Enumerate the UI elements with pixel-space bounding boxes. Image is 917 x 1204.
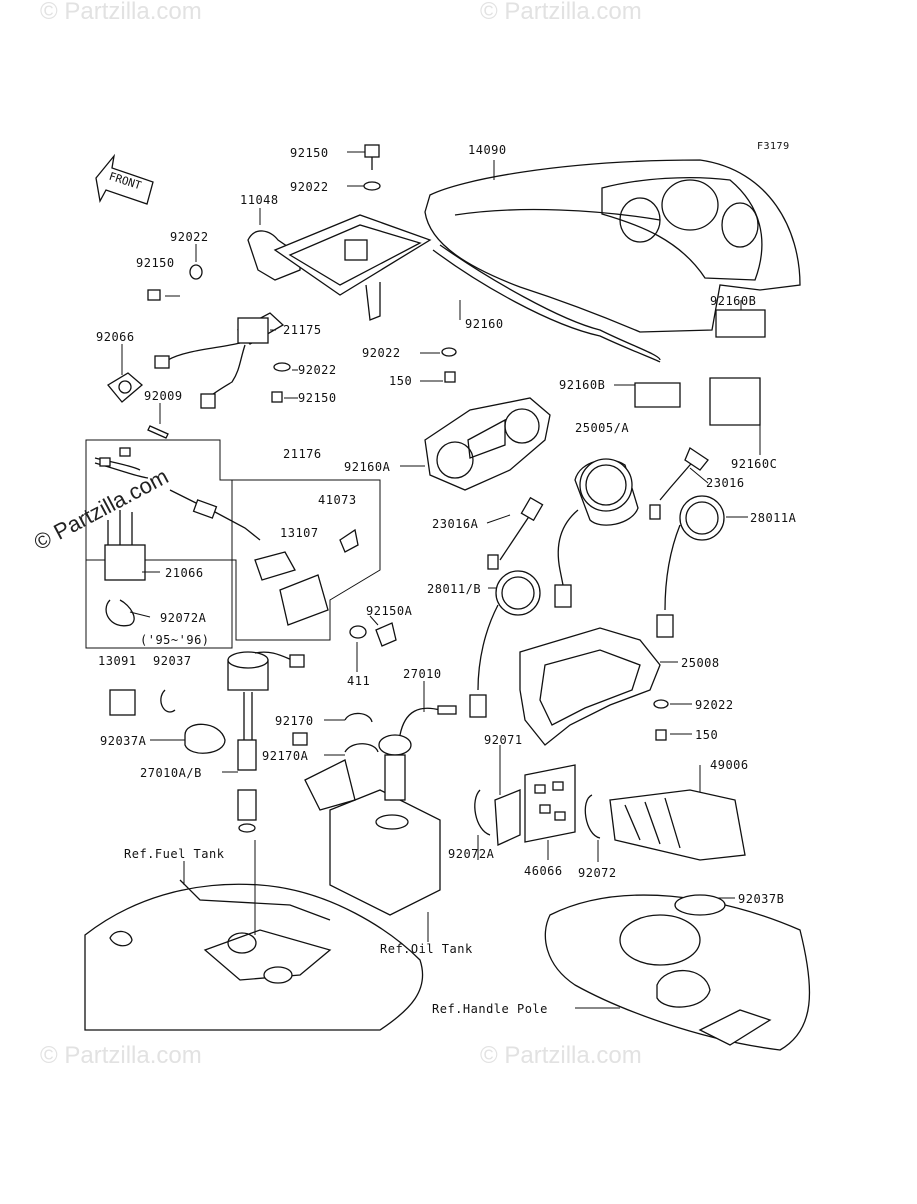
label-92072: 92072 <box>578 866 617 880</box>
label-92170: 92170 <box>275 714 314 728</box>
leader-lines <box>121 151 761 1009</box>
label-92160: 92160 <box>465 317 504 331</box>
label-92022-top: 92022 <box>290 180 329 194</box>
label-27010: 27010 <box>403 667 442 681</box>
gauge-28011A <box>649 447 725 638</box>
label-92160C: 92160C <box>731 457 778 471</box>
label-21176: 21176 <box>283 447 322 461</box>
label-28011B: 28011/B <box>427 582 482 596</box>
label-92150-top: 92150 <box>290 146 329 160</box>
label-25005A: 25005/A <box>575 421 630 435</box>
watermark: © Partzilla.com <box>480 1042 642 1069</box>
label-13107: 13107 <box>280 526 319 540</box>
label-92022-b: 92022 <box>298 363 337 377</box>
label-21175: 21175 <box>283 323 322 337</box>
washer-411 <box>349 622 397 647</box>
gauge-housing-92160A <box>424 397 551 491</box>
oil-tank <box>292 705 457 916</box>
label-92160A: 92160A <box>344 460 391 474</box>
relay-13107 <box>254 528 359 626</box>
label-92071: 92071 <box>484 733 523 747</box>
label-92009: 92009 <box>144 389 183 403</box>
label-14090: 14090 <box>468 143 507 157</box>
label-150-a: 150 <box>389 374 413 388</box>
label-41073: 41073 <box>318 493 357 507</box>
label-411: 411 <box>347 674 371 688</box>
bracket-92066 <box>107 372 144 403</box>
label-ref-fuel-tank: Ref.Fuel Tank <box>124 847 225 861</box>
label-27010AB: 27010A/B <box>140 766 202 780</box>
label-92037B: 92037B <box>738 892 785 906</box>
front-arrow-icon: FRONT <box>95 153 154 205</box>
fuel-tank <box>84 879 424 1031</box>
label-92072A-left: 92072A <box>160 611 207 625</box>
parts-13091-92037 <box>109 689 226 754</box>
label-92022-c: 92022 <box>695 698 734 712</box>
label-92037: 92037 <box>153 654 192 668</box>
label-28011A: 28011A <box>750 511 797 525</box>
regulator-21066 <box>104 510 146 627</box>
label-21066: 21066 <box>165 566 204 580</box>
label-92170A: 92170A <box>262 749 309 763</box>
cover-14090 <box>424 159 801 363</box>
label-46066: 46066 <box>524 864 563 878</box>
fuel-sender-27010AB <box>227 651 305 833</box>
label-13091: 13091 <box>98 654 137 668</box>
label-92160B-a: 92160B <box>710 294 757 308</box>
label-95-96: ('95~'96) <box>140 633 210 647</box>
label-92150A: 92150A <box>366 604 413 618</box>
label-92022-left: 92022 <box>170 230 209 244</box>
box-21176 <box>85 439 381 649</box>
label-ref-handle-pole: Ref.Handle Pole <box>432 1002 548 1016</box>
figure-code: F3179 <box>757 141 790 152</box>
watermark: © Partzilla.com <box>40 1042 202 1069</box>
label-25008: 25008 <box>681 656 720 670</box>
bracket-11048 <box>247 214 432 321</box>
label-92150-b: 92150 <box>298 391 337 405</box>
coil-21175 <box>154 312 285 409</box>
gauge-25005A <box>554 458 639 608</box>
label-23016: 23016 <box>706 476 745 490</box>
label-ref-oil-tank: Ref.Oil Tank <box>380 942 473 956</box>
watermark: © Partzilla.com <box>40 0 202 25</box>
label-23016A: 23016A <box>432 517 479 531</box>
handle-pole-parts <box>474 764 746 861</box>
label-49006: 49006 <box>710 758 749 772</box>
label-92072A-right: 92072A <box>448 847 495 861</box>
label-92022-mid: 92022 <box>362 346 401 360</box>
fasteners <box>147 144 766 741</box>
label-92037A: 92037A <box>100 734 147 748</box>
label-11048: 11048 <box>240 193 279 207</box>
label-92160B-b: 92160B <box>559 378 606 392</box>
gasket-25008 <box>519 627 661 746</box>
watermark: © Partzilla.com <box>480 0 642 25</box>
handle-pole-base <box>544 894 811 1051</box>
label-92150-left: 92150 <box>136 256 175 270</box>
label-150-b: 150 <box>695 728 719 742</box>
gauge-28011B <box>469 496 544 718</box>
label-92066: 92066 <box>96 330 135 344</box>
